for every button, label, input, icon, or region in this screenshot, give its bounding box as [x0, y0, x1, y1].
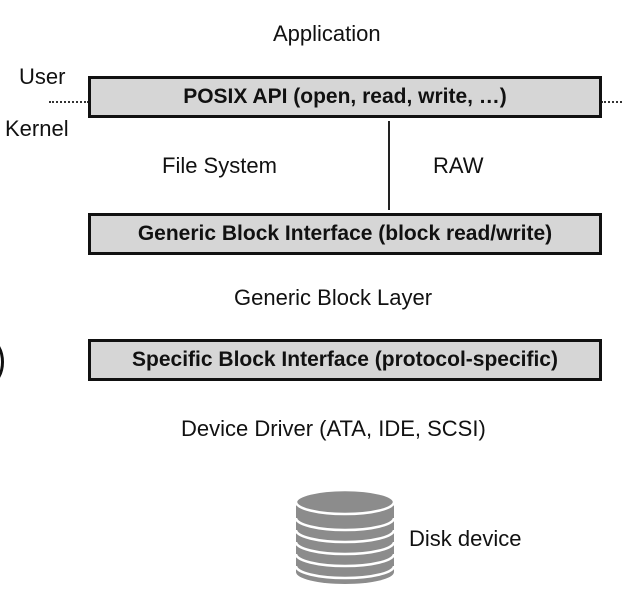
specific-block-interface-box: Specific Block Interface (protocol-speci…: [88, 339, 602, 381]
user-kernel-boundary-right: [601, 101, 622, 103]
specific-block-interface-label: Specific Block Interface (protocol-speci…: [132, 348, 558, 371]
platter-line: [294, 553, 396, 568]
user-label: User: [19, 64, 66, 89]
partial-edge-shape: [0, 340, 4, 384]
file-system-label: File System: [162, 153, 277, 178]
generic-block-interface-label: Generic Block Interface (block read/writ…: [137, 222, 553, 245]
platter-line: [294, 529, 396, 544]
device-driver-label: Device Driver (ATA, IDE, SCSI): [181, 416, 486, 441]
generic-block-layer-label: Generic Block Layer: [234, 285, 433, 310]
platter-line: [294, 517, 396, 532]
posix-api-label: POSIX API (open, read, write, …): [183, 85, 507, 108]
platter-line: [294, 565, 396, 580]
platter-line: [294, 541, 396, 556]
application-label: Application: [273, 21, 381, 46]
disk-icon: [294, 488, 396, 584]
user-kernel-boundary-left: [49, 101, 89, 103]
fs-raw-divider: [388, 121, 390, 210]
kernel-label: Kernel: [5, 116, 69, 141]
disk-device-label: Disk device: [409, 526, 522, 551]
posix-api-box: POSIX API (open, read, write, …): [88, 76, 602, 118]
disk-bottom: [296, 560, 394, 584]
disk-top: [294, 488, 396, 516]
raw-label: RAW: [433, 153, 484, 178]
disk-platter-lines: [294, 517, 396, 580]
generic-block-interface-box: Generic Block Interface (block read/writ…: [88, 213, 602, 255]
